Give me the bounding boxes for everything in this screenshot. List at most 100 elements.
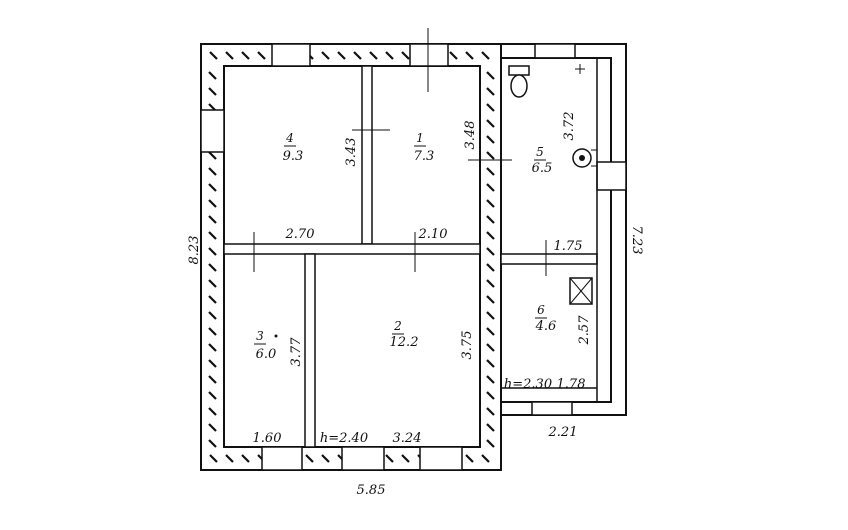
wall-hatch-mark [486, 231, 495, 240]
wall-hatch-mark [225, 51, 234, 60]
wall-hatch-mark [208, 327, 217, 336]
dim-room6-ceiling: h=2.30 [504, 377, 552, 392]
window-bottom-left [261, 446, 303, 471]
wall-hatch-mark [208, 199, 217, 208]
wall-hatch-mark [321, 51, 330, 60]
wall-hatch-mark [486, 71, 495, 80]
room-3-number: 3 [256, 329, 264, 343]
wall-hatch-mark [208, 263, 217, 272]
dim-room1-height: 3.48 [463, 121, 478, 150]
dim-room2-ceiling: h=2.40 [320, 431, 368, 446]
wall-hatch-mark [209, 454, 218, 463]
stove-icon [569, 277, 593, 305]
dim-overall-height: 8.23 [187, 236, 202, 265]
wall-hatch-mark [208, 231, 217, 240]
wall-hatch-mark [465, 51, 474, 60]
wall-hatch-mark [208, 391, 217, 400]
wall-hatch-mark [486, 103, 495, 112]
room-6-label: 6 4.6 [535, 303, 557, 334]
wall-hatch-mark [225, 454, 234, 463]
wall-hatch-mark [486, 263, 495, 272]
wall-hatch-mark [486, 199, 495, 208]
room-5-number: 5 [536, 145, 544, 159]
wall-hatch-mark [208, 183, 217, 192]
room-1-label: 1 7.3 [414, 131, 435, 164]
wall-hatch-mark [486, 391, 495, 400]
wall-hatch-mark [486, 327, 495, 336]
dim-room4-height: 3.43 [344, 138, 359, 167]
wall-hatching [208, 51, 495, 463]
doors [253, 28, 547, 276]
wall-hatch-mark [208, 247, 217, 256]
room-6-area: 4.6 [535, 319, 557, 334]
wall-hatch-mark [486, 87, 495, 96]
wall-hatch-mark [486, 119, 495, 128]
window-bottom-right [419, 446, 463, 471]
wall-hatch-mark [208, 215, 217, 224]
wall-hatch-mark [321, 454, 330, 463]
main-exterior-wall [200, 43, 502, 471]
toilet-icon [508, 64, 585, 98]
wall-hatch-mark [486, 247, 495, 256]
room-4-area: 9.3 [283, 149, 304, 164]
wall-hatch-mark [208, 343, 217, 352]
room-2-number: 2 [393, 319, 402, 333]
wall-hatch-mark [208, 151, 217, 160]
wall-hatch-mark [486, 359, 495, 368]
window-bottom-mid [341, 446, 385, 471]
dim-annex-height: 7.23 [629, 226, 644, 255]
wall-hatch-mark [385, 51, 394, 60]
room-6-number: 6 [537, 303, 545, 317]
room-4-number: 4 [285, 131, 294, 145]
partition-upper-horizontal [223, 243, 481, 255]
wall-hatch-mark [337, 51, 346, 60]
wall-hatch-mark [209, 51, 218, 60]
wall-hatch-mark [481, 51, 490, 60]
room-1-area: 7.3 [414, 149, 435, 164]
wall-hatch-mark [481, 454, 490, 463]
wall-hatch-mark [486, 151, 495, 160]
dim-annex-width: 2.21 [548, 425, 578, 440]
wall-hatch-mark [486, 183, 495, 192]
interior-partitions [223, 57, 598, 448]
wall-hatch-mark [486, 135, 495, 144]
wall-hatch-mark [208, 423, 217, 432]
wall-hatch-mark [401, 454, 410, 463]
wall-hatch-mark [208, 71, 217, 80]
wall-hatch-mark [208, 407, 217, 416]
partition-4-1 [361, 65, 373, 245]
window-annex-top [534, 43, 576, 59]
annex-exterior-wall [500, 43, 627, 416]
wall-hatch-mark [486, 423, 495, 432]
wall-hatch-mark [486, 167, 495, 176]
room-2-area: 12.2 [390, 335, 419, 350]
dim-room2-width: 3.24 [393, 431, 422, 446]
room-5-area: 6.5 [532, 161, 553, 176]
room-3-area: 6.0 [256, 347, 277, 362]
dim-room2-height: 3.75 [460, 331, 475, 360]
wall-hatch-mark [208, 87, 217, 96]
room-1-number: 1 [416, 131, 424, 145]
wall-hatch-mark [208, 439, 217, 448]
window-annex-bottom [531, 401, 573, 416]
wall-hatch-mark [486, 295, 495, 304]
room-5-label: 5 6.5 [532, 145, 553, 176]
window-top-left [271, 43, 311, 67]
dim-room6-width: 1.78 [557, 377, 586, 392]
dim-room5-width: 1.75 [554, 239, 583, 254]
wall-hatch-mark [208, 295, 217, 304]
room-2-label: 2 12.2 [390, 319, 419, 350]
wall-hatch-mark [486, 439, 495, 448]
window-left-upper [200, 109, 225, 153]
room-4-label: 4 9.3 [283, 131, 304, 164]
wall-hatch-mark [208, 375, 217, 384]
dim-room6-height: 2.57 [577, 315, 592, 346]
dim-room3-height: 3.77 [289, 337, 304, 367]
partition-5-6 [500, 253, 598, 265]
wall-hatch-mark [305, 454, 314, 463]
wall-hatch-mark [353, 51, 362, 60]
wall-hatch-mark [486, 407, 495, 416]
wall-hatch-mark [208, 167, 217, 176]
wall-hatch-mark [449, 51, 458, 60]
